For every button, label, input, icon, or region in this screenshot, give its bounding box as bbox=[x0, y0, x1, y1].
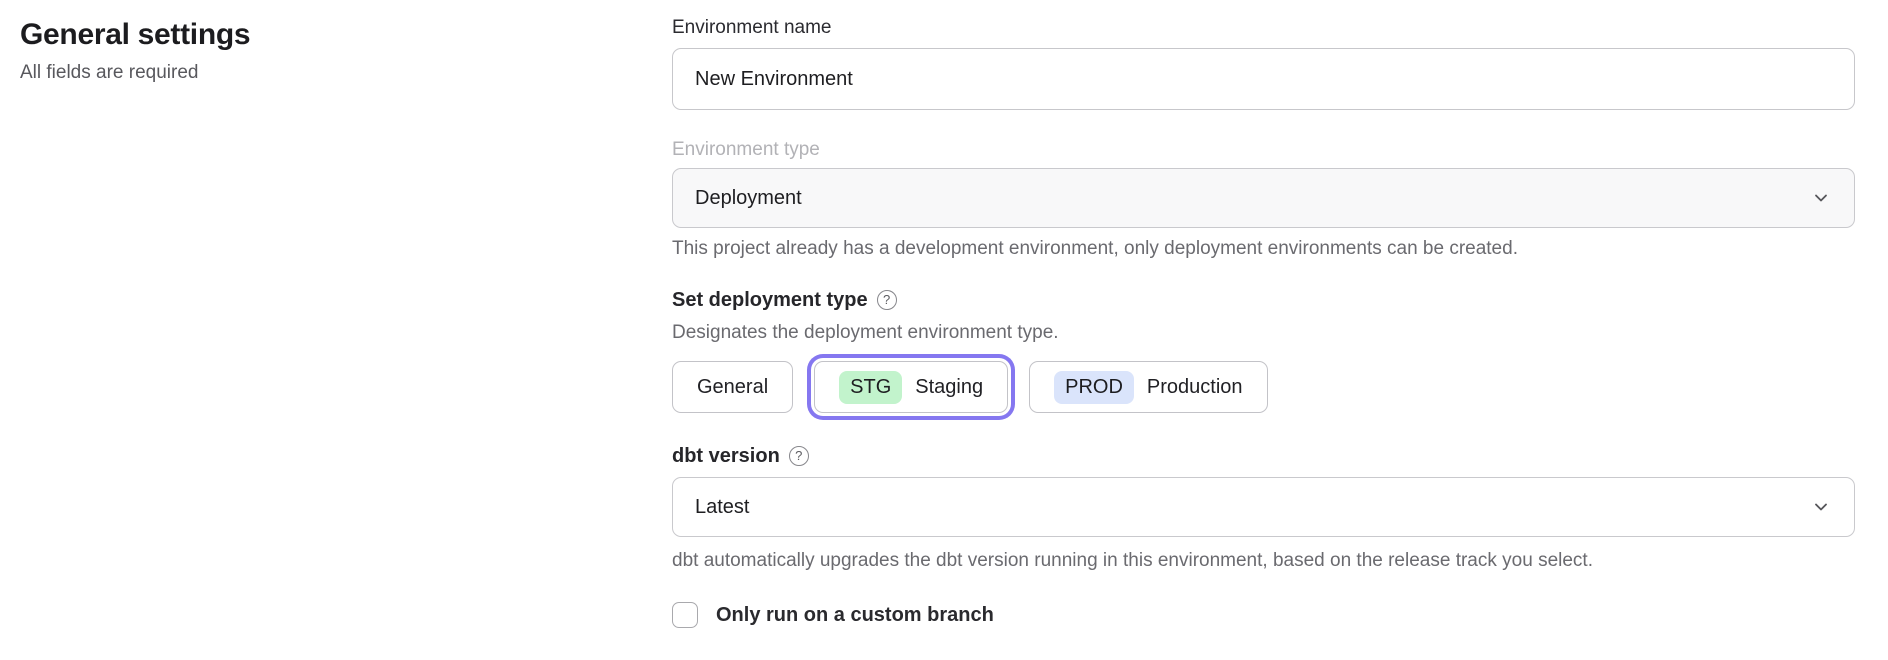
deployment-type-production-label: Production bbox=[1146, 375, 1243, 398]
dbt-version-heading: dbt version bbox=[672, 445, 780, 467]
deployment-type-general-label: General bbox=[697, 375, 769, 398]
production-badge: PROD bbox=[1054, 370, 1134, 404]
deployment-type-staging-label: Staging bbox=[915, 375, 984, 398]
deployment-type-description: Designates the deployment environment ty… bbox=[672, 322, 1059, 343]
environment-name-input[interactable] bbox=[672, 48, 1855, 110]
help-icon[interactable]: ? bbox=[876, 290, 897, 310]
custom-branch-label[interactable]: Only run on a custom branch bbox=[716, 603, 994, 626]
environment-settings-form: Environment name Environment type Deploy… bbox=[672, 16, 1855, 628]
dbt-version-select[interactable]: Latest bbox=[672, 477, 1855, 537]
custom-branch-checkbox[interactable] bbox=[672, 602, 698, 628]
settings-header: General settings All fields are required bbox=[20, 16, 620, 85]
dbt-version-value: Latest bbox=[695, 495, 750, 518]
deployment-type-options: General STG Staging PROD Production bbox=[672, 361, 1855, 413]
deployment-type-staging-button[interactable]: STG Staging bbox=[814, 361, 1009, 413]
environment-type-value: Deployment bbox=[695, 186, 802, 209]
environment-type-label: Environment type bbox=[672, 139, 820, 160]
deployment-type-general-button[interactable]: General bbox=[672, 361, 794, 413]
help-icon[interactable]: ? bbox=[788, 446, 809, 466]
deployment-type-heading-row: Set deployment type ? bbox=[672, 287, 1855, 313]
environment-type-select[interactable]: Deployment bbox=[672, 168, 1855, 228]
chevron-down-icon bbox=[1810, 187, 1832, 209]
custom-branch-row: Only run on a custom branch bbox=[672, 602, 1855, 628]
dbt-version-heading-row: dbt version ? bbox=[672, 443, 1855, 469]
dbt-version-helper: dbt automatically upgrades the dbt versi… bbox=[672, 550, 1593, 571]
deployment-type-production-button[interactable]: PROD Production bbox=[1029, 361, 1268, 413]
staging-badge: STG bbox=[839, 370, 903, 404]
environment-name-label: Environment name bbox=[672, 17, 832, 38]
deployment-type-heading: Set deployment type bbox=[672, 289, 868, 311]
chevron-down-icon bbox=[1810, 496, 1832, 518]
page-subtitle: All fields are required bbox=[20, 62, 199, 83]
page-title: General settings bbox=[20, 18, 251, 51]
environment-type-helper: This project already has a development e… bbox=[672, 238, 1518, 259]
